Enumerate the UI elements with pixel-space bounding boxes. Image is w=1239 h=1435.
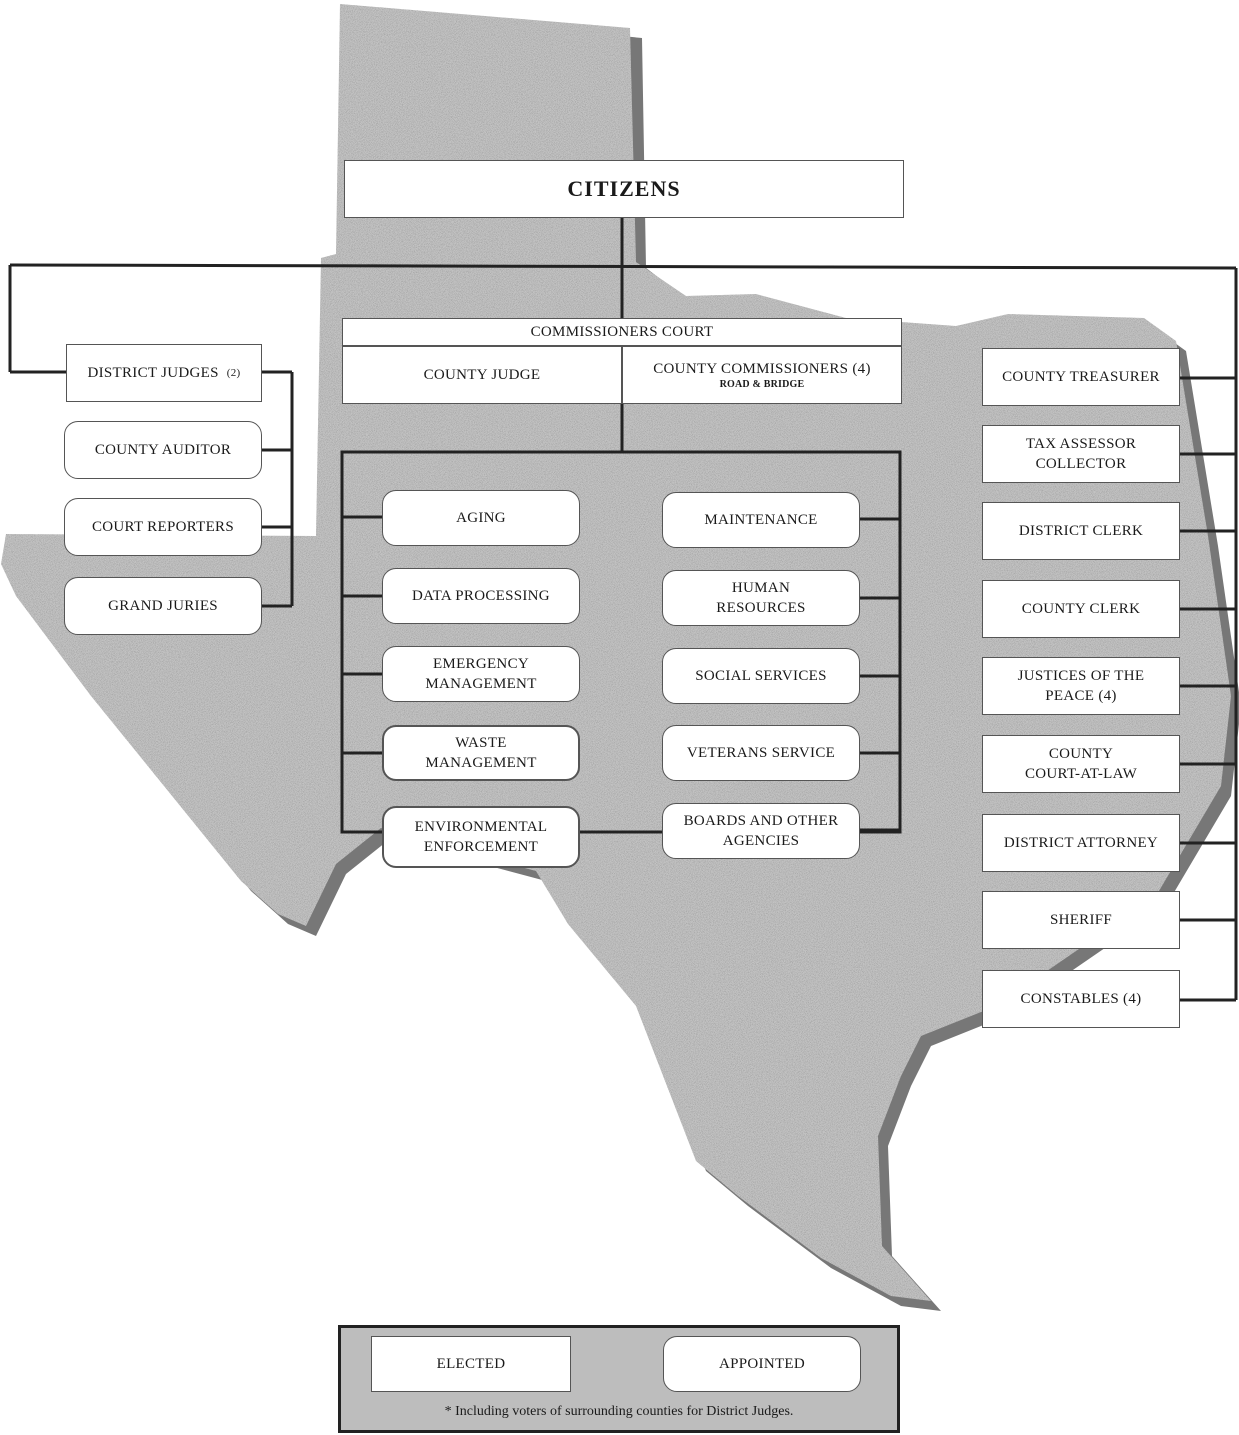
legend-note: * Including voters of surrounding counti…: [444, 1404, 794, 1419]
justices-of-the-peace-box: JUSTICES OF THE PEACE (4): [982, 657, 1180, 715]
dept-veterans-service-label: VETERANS SERVICE: [686, 745, 836, 761]
tax-assessor-collector-line1: TAX ASSESSOR: [1025, 436, 1137, 452]
district-clerk-label: DISTRICT CLERK: [1018, 523, 1144, 539]
district-judges-label: DISTRICT JUDGES: [87, 365, 219, 381]
legend-appointed-label: APPOINTED: [718, 1356, 806, 1372]
texas-shape: [1, 4, 1231, 1301]
district-attorney-box: DISTRICT ATTORNEY: [982, 814, 1180, 872]
county-treasurer-box: COUNTY TREASURER: [982, 348, 1180, 406]
dept-emergency-management-box: EMERGENCY MANAGEMENT: [382, 646, 580, 702]
dept-boards-agencies-box: BOARDS AND OTHER AGENCIES: [662, 803, 860, 859]
dept-emergency-management-line2: MANAGEMENT: [425, 676, 537, 692]
court-reporters-label: COURT REPORTERS: [91, 519, 235, 535]
dept-social-services-label: SOCIAL SERVICES: [695, 668, 827, 684]
dept-veterans-service-box: VETERANS SERVICE: [662, 725, 860, 781]
district-judges-count: (2): [226, 367, 241, 379]
county-commissioners-label: COUNTY COMMISSIONERS (4): [653, 361, 871, 377]
legend-appointed-box: APPOINTED: [663, 1336, 861, 1392]
dept-maintenance-label: MAINTENANCE: [704, 512, 818, 528]
county-judge-label: COUNTY JUDGE: [423, 367, 541, 383]
county-court-at-law-box: COUNTY COURT-AT-LAW: [982, 735, 1180, 793]
dept-social-services-box: SOCIAL SERVICES: [662, 648, 860, 704]
county-clerk-box: COUNTY CLERK: [982, 580, 1180, 638]
legend: ELECTED APPOINTED * Including voters of …: [338, 1325, 900, 1433]
constables-box: CONSTABLES (4): [982, 970, 1180, 1028]
road-bridge-label: ROAD & BRIDGE: [719, 379, 805, 390]
citizens-box: CITIZENS: [344, 160, 904, 218]
citizens-label: CITIZENS: [567, 176, 681, 201]
commissioners-court-label: COMMISSIONERS COURT: [530, 324, 714, 340]
dept-human-resources-line1: HUMAN: [731, 580, 791, 596]
tax-assessor-collector-line2: COLLECTOR: [1035, 456, 1127, 472]
district-attorney-label: DISTRICT ATTORNEY: [1003, 835, 1159, 851]
dept-environmental-enforcement-line2: ENFORCEMENT: [423, 839, 539, 855]
legend-elected-box: ELECTED: [371, 1336, 571, 1392]
dept-human-resources-box: HUMAN RESOURCES: [662, 570, 860, 626]
dept-waste-management-line2: MANAGEMENT: [425, 755, 537, 771]
dept-emergency-management-line1: EMERGENCY: [432, 656, 530, 672]
justices-of-the-peace-line1: JUSTICES OF THE: [1017, 668, 1145, 684]
county-auditor-label: COUNTY AUDITOR: [94, 442, 232, 458]
dept-waste-management-line1: WASTE: [455, 735, 507, 751]
dept-aging-label: AGING: [456, 510, 506, 526]
sheriff-box: SHERIFF: [982, 891, 1180, 949]
legend-elected-label: ELECTED: [436, 1356, 506, 1372]
dept-data-processing-label: DATA PROCESSING: [412, 588, 550, 604]
district-judges-box: DISTRICT JUDGES (2): [66, 344, 262, 402]
dept-aging-box: AGING: [382, 490, 580, 546]
county-commissioners-box: COUNTY COMMISSIONERS (4) ROAD & BRIDGE: [622, 346, 902, 404]
grand-juries-label: GRAND JURIES: [108, 598, 218, 614]
county-court-at-law-line1: COUNTY: [1048, 746, 1114, 762]
county-court-at-law-line2: COURT-AT-LAW: [1024, 766, 1138, 782]
dept-human-resources-line2: RESOURCES: [716, 600, 806, 616]
dept-maintenance-box: MAINTENANCE: [662, 492, 860, 548]
sheriff-label: SHERIFF: [1049, 912, 1113, 928]
connector-lines: [8, 218, 1238, 1002]
dept-boards-agencies-line1: BOARDS AND OTHER: [683, 813, 839, 829]
dept-environmental-enforcement-box: ENVIRONMENTAL ENFORCEMENT: [382, 806, 580, 868]
district-clerk-box: DISTRICT CLERK: [982, 502, 1180, 560]
justices-of-the-peace-line2: PEACE (4): [1045, 688, 1117, 704]
court-reporters-box: COURT REPORTERS: [64, 498, 262, 556]
dept-environmental-enforcement-line1: ENVIRONMENTAL: [414, 819, 548, 835]
county-judge-box: COUNTY JUDGE: [342, 346, 622, 404]
tax-assessor-collector-box: TAX ASSESSOR COLLECTOR: [982, 425, 1180, 483]
dept-data-processing-box: DATA PROCESSING: [382, 568, 580, 624]
county-treasurer-label: COUNTY TREASURER: [1002, 369, 1160, 385]
county-auditor-box: COUNTY AUDITOR: [64, 421, 262, 479]
grand-juries-box: GRAND JURIES: [64, 577, 262, 635]
dept-waste-management-box: WASTE MANAGEMENT: [382, 725, 580, 781]
commissioners-court-box: COMMISSIONERS COURT: [342, 318, 902, 346]
constables-label: CONSTABLES (4): [1020, 991, 1142, 1007]
county-clerk-label: COUNTY CLERK: [1021, 601, 1141, 617]
dept-boards-agencies-line2: AGENCIES: [722, 833, 800, 849]
